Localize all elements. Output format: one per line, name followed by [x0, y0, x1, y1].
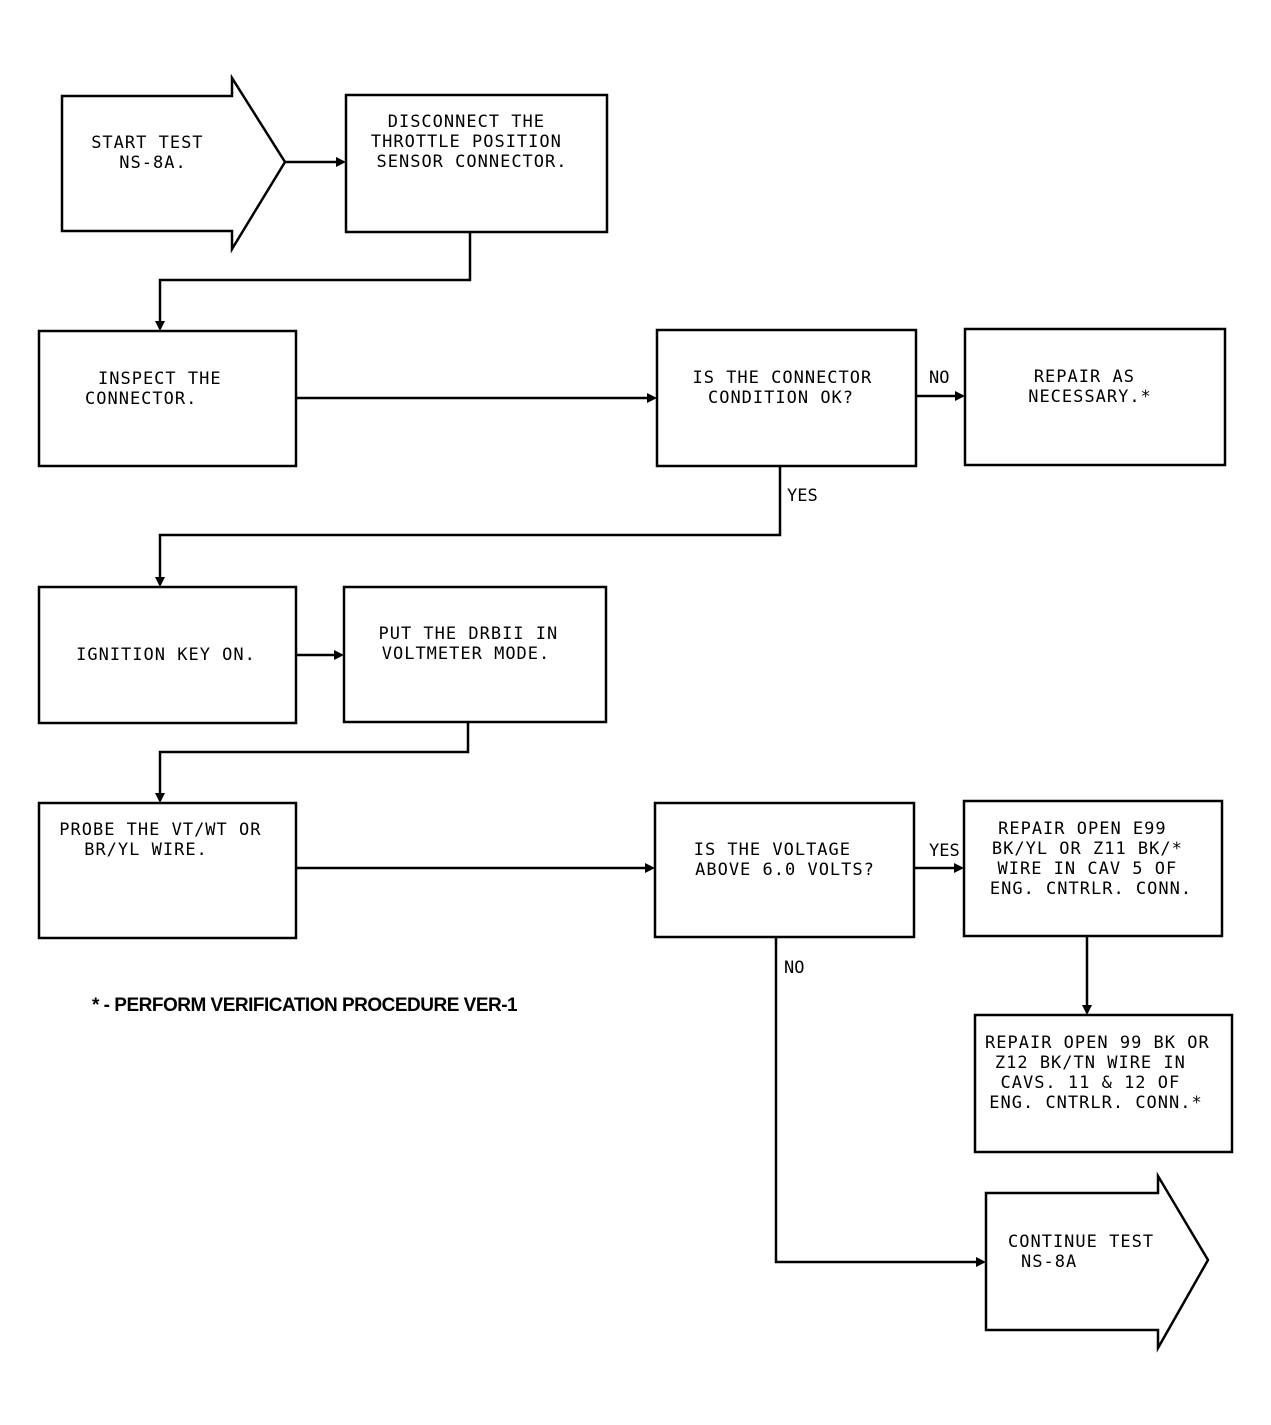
inspect-label-line: INSPECT THE	[98, 369, 222, 389]
connector-no-label: NO	[929, 368, 949, 388]
repair-99-label: REPAIR OPEN 99 BK OR Z12 BK/TN WIRE IN C…	[985, 1033, 1221, 1113]
voltage-question-label: IS THE VOLTAGE ABOVE 6.0 VOLTS?	[694, 840, 875, 880]
edge-drbii-to-probe	[158, 722, 470, 794]
repair-e99-label-line: WIRE IN CAV 5 OF	[997, 859, 1177, 879]
connector-question-label-line: CONDITION OK?	[708, 388, 854, 408]
repair-necessary-label: REPAIR AS NECESSARY.*	[1028, 367, 1152, 407]
arrowhead	[976, 1257, 986, 1267]
repair-necessary-box	[963, 327, 1227, 467]
arrowhead	[155, 321, 165, 331]
connector-yes-label: YES	[787, 486, 818, 506]
voltage-question-box	[653, 801, 916, 939]
disconnect-label-line: DISCONNECT THE	[388, 112, 545, 132]
inspect-box	[37, 329, 298, 468]
node-labels: START TEST NS-8A. DISCONNECT THE THROTTL…	[59, 112, 1221, 1272]
repair-99-label-line: Z12 BK/TN WIRE IN	[995, 1053, 1186, 1073]
ignition-box	[37, 585, 298, 725]
arrowhead	[955, 391, 965, 401]
connector-question-box	[655, 328, 918, 468]
connectors	[155, 157, 1092, 1267]
repair-99-label-line: REPAIR OPEN 99 BK OR	[985, 1033, 1210, 1053]
branch-labels: NO YES YES NO	[784, 368, 960, 978]
arrowhead	[155, 577, 165, 587]
continue-arrow-shape	[984, 1171, 1210, 1353]
continue-label: CONTINUE TEST NS-8A	[1008, 1232, 1165, 1272]
voltage-question-label-line: IS THE VOLTAGE	[694, 840, 851, 860]
arrowhead	[1082, 1005, 1092, 1015]
voltage-yes-label: YES	[929, 841, 960, 861]
repair-99-box	[973, 1013, 1234, 1154]
probe-label-line: BR/YL WIRE.	[84, 840, 208, 860]
repair-necessary-label-line: REPAIR AS	[1034, 367, 1135, 387]
start-label: START TEST NS-8A.	[91, 133, 215, 173]
inspect-label-line: CONNECTOR.	[85, 389, 197, 409]
repair-e99-label-line: REPAIR OPEN E99	[998, 819, 1167, 839]
repair-99-label-line: CAVS. 11 & 12 OF	[1000, 1073, 1180, 1093]
drbii-label-line: VOLTMETER MODE.	[382, 644, 551, 664]
probe-label: PROBE THE VT/WT OR BR/YL WIRE.	[59, 820, 272, 860]
continue-label-line: CONTINUE TEST	[1008, 1232, 1154, 1252]
edge-question-yes	[158, 466, 782, 578]
repair-e99-box	[962, 799, 1224, 938]
verification-footnote: * - PERFORM VERIFICATION PROCEDURE VER-1	[92, 995, 518, 1016]
repair-e99-label: REPAIR OPEN E99 BK/YL OR Z11 BK/* WIRE I…	[990, 819, 1194, 899]
probe-label-line: PROBE THE VT/WT OR	[59, 820, 261, 840]
repair-e99-label-line: ENG. CNTRLR. CONN.	[990, 879, 1192, 899]
connector-question-label: IS THE CONNECTOR CONDITION OK?	[692, 368, 883, 408]
drbii-box	[342, 585, 608, 724]
continue-label-line: NS-8A	[1021, 1252, 1077, 1272]
disconnect-label-line: SENSOR CONNECTOR.	[377, 152, 568, 172]
connector-question-label-line: IS THE CONNECTOR	[692, 368, 872, 388]
start-label-line: START TEST	[91, 133, 203, 153]
repair-e99-label-line: BK/YL OR Z11 BK/*	[992, 839, 1183, 859]
start-label-line: NS-8A.	[119, 153, 186, 173]
arrowhead	[334, 650, 344, 660]
drbii-label-line: PUT THE DRBII IN	[378, 624, 558, 644]
edge-voltage-no	[774, 937, 977, 1264]
disconnect-label-line: THROTTLE POSITION	[371, 132, 562, 152]
ignition-label: IGNITION KEY ON.	[76, 645, 256, 665]
disconnect-label: DISCONNECT THE THROTTLE POSITION SENSOR …	[371, 112, 573, 172]
arrowhead	[645, 863, 655, 873]
arrowhead	[647, 393, 657, 403]
disconnect-box	[344, 93, 609, 234]
probe-box	[37, 801, 298, 940]
ignition-label-line: IGNITION KEY ON.	[76, 645, 256, 665]
drbii-label: PUT THE DRBII IN VOLTMETER MODE.	[378, 624, 569, 664]
inspect-label: INSPECT THE CONNECTOR.	[85, 369, 233, 409]
shapes	[37, 73, 1234, 1353]
start-arrow-shape	[60, 73, 287, 254]
repair-necessary-label-line: NECESSARY.*	[1028, 387, 1152, 407]
repair-99-label-line: ENG. CNTRLR. CONN.*	[989, 1093, 1202, 1113]
voltage-question-label-line: ABOVE 6.0 VOLTS?	[695, 860, 875, 880]
arrowhead	[155, 793, 165, 803]
edge-disconnect-to-inspect	[158, 232, 472, 322]
voltage-no-label: NO	[784, 958, 804, 978]
arrowhead	[336, 157, 346, 167]
arrowhead	[954, 863, 964, 873]
